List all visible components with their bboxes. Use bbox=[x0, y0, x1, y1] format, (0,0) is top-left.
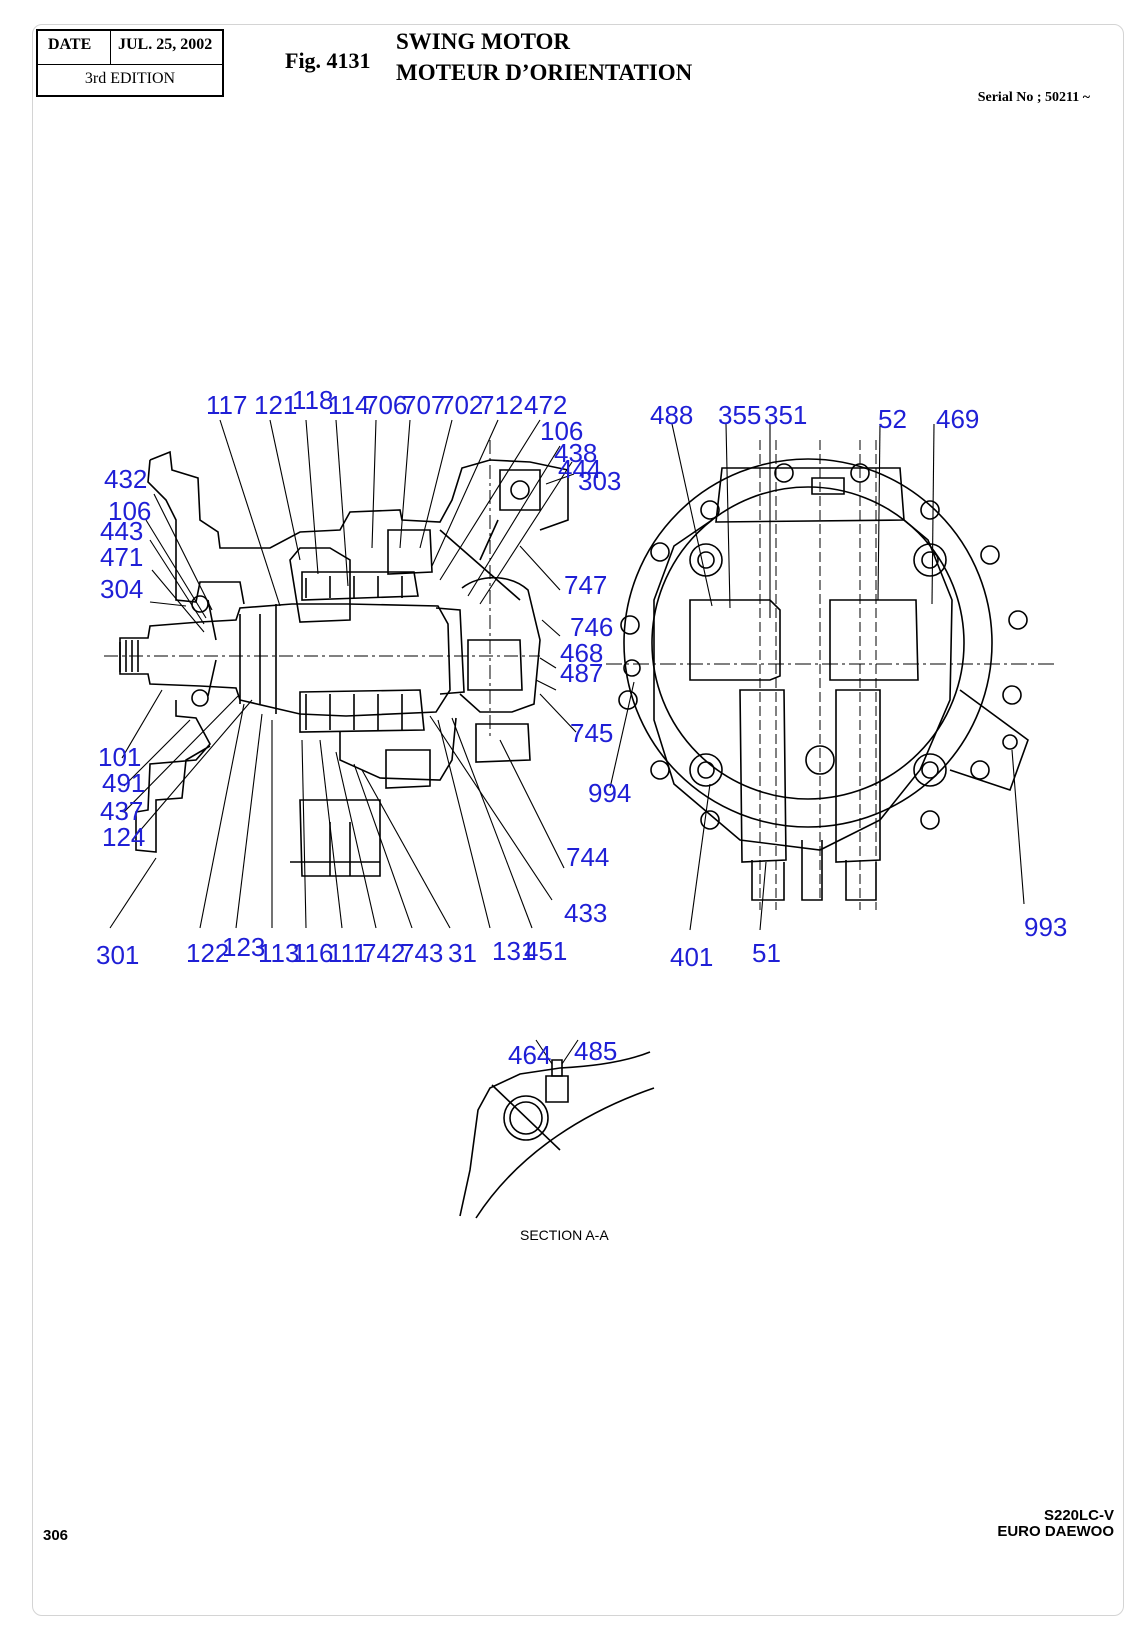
section-a-a-label: SECTION A-A bbox=[520, 1227, 609, 1243]
callout-712: 712 bbox=[480, 390, 523, 420]
model-line-2: EURO DAEWOO bbox=[997, 1523, 1114, 1540]
callout-355: 355 bbox=[718, 400, 761, 430]
callout-labels: 117 121 118 114 706 707 702 712 472 106 … bbox=[96, 385, 1067, 1070]
callout-444: 444 bbox=[558, 454, 601, 484]
date-edition-box: DATE JUL. 25, 2002 3rd EDITION bbox=[36, 29, 224, 97]
left-centerlines bbox=[104, 440, 540, 740]
callout-994: 994 bbox=[588, 778, 631, 808]
callout-746: 746 bbox=[570, 612, 613, 642]
callout-702: 702 bbox=[440, 390, 483, 420]
callout-118: 118 bbox=[292, 385, 333, 415]
edition-text: 3rd EDITION bbox=[84, 70, 176, 87]
callout-488: 488 bbox=[650, 400, 693, 430]
callout-742: 742 bbox=[362, 938, 405, 968]
callout-114: 114 bbox=[328, 390, 369, 420]
callout-113: 113 bbox=[258, 938, 299, 968]
page-number: 306 bbox=[43, 1527, 69, 1544]
title-english: SWING MOTOR bbox=[396, 29, 571, 54]
date-label: DATE bbox=[48, 36, 92, 53]
callout-706: 706 bbox=[364, 390, 407, 420]
right-end-view bbox=[618, 458, 1029, 901]
callout-485: 485 bbox=[574, 1036, 617, 1066]
callout-301: 301 bbox=[96, 940, 139, 970]
serial-number: Serial No ; 50211 ~ bbox=[977, 90, 1090, 105]
callout-745: 745 bbox=[570, 718, 613, 748]
callout-122: 122 bbox=[186, 938, 229, 968]
callout-433: 433 bbox=[564, 898, 607, 928]
callout-52: 52 bbox=[878, 404, 907, 434]
model-line-1: S220LC-V bbox=[1043, 1507, 1114, 1524]
callout-993: 993 bbox=[1024, 912, 1067, 942]
callout-401: 401 bbox=[670, 942, 713, 972]
leader-lines bbox=[109, 419, 1025, 1065]
date-divider bbox=[110, 31, 111, 64]
left-sectional-view bbox=[119, 450, 569, 877]
callout-487: 487 bbox=[560, 658, 603, 688]
callout-123: 123 bbox=[222, 932, 265, 962]
callout-304: 304 bbox=[100, 574, 143, 604]
callout-116: 116 bbox=[292, 938, 333, 968]
callout-437: 437 bbox=[100, 796, 143, 826]
callout-131: 131 bbox=[492, 936, 535, 966]
callout-747: 747 bbox=[564, 570, 607, 600]
date-value: JUL. 25, 2002 bbox=[118, 36, 213, 53]
figure-number: Fig. 4131 bbox=[285, 48, 371, 73]
callout-471: 471 bbox=[100, 542, 143, 572]
date-row: DATE JUL. 25, 2002 bbox=[38, 31, 222, 65]
callout-106-b: 106 bbox=[108, 496, 151, 526]
callout-101: 101 bbox=[98, 742, 141, 772]
callout-491: 491 bbox=[102, 768, 145, 798]
callout-117: 117 bbox=[206, 390, 247, 420]
callout-438: 438 bbox=[554, 438, 597, 468]
edition-row: 3rd EDITION bbox=[38, 64, 222, 97]
model-name: S220LC-V EURO DAEWOO bbox=[997, 1508, 1114, 1540]
callout-111: 111 bbox=[328, 938, 368, 968]
callout-707: 707 bbox=[402, 390, 445, 420]
right-hidden-lines bbox=[759, 440, 877, 910]
callout-464: 464 bbox=[508, 1040, 551, 1070]
callout-51: 51 bbox=[752, 938, 781, 968]
callout-124: 124 bbox=[102, 822, 145, 852]
callout-432: 432 bbox=[104, 464, 147, 494]
title-french: MOTEUR D’ORIENTATION bbox=[396, 60, 693, 85]
callout-121: 121 bbox=[254, 390, 297, 420]
callout-469: 469 bbox=[936, 404, 979, 434]
section-a-a-view bbox=[459, 1051, 655, 1219]
callout-106-a: 106 bbox=[540, 416, 583, 446]
callout-743: 743 bbox=[400, 938, 443, 968]
callout-303: 303 bbox=[578, 466, 621, 496]
callout-744: 744 bbox=[566, 842, 609, 872]
callout-451: 451 bbox=[524, 936, 567, 966]
callout-472: 472 bbox=[524, 390, 567, 420]
callout-31: 31 bbox=[448, 938, 477, 968]
callout-443: 443 bbox=[100, 516, 143, 546]
callout-468: 468 bbox=[560, 638, 603, 668]
page-frame bbox=[32, 24, 1124, 1616]
callout-351: 351 bbox=[764, 400, 807, 430]
